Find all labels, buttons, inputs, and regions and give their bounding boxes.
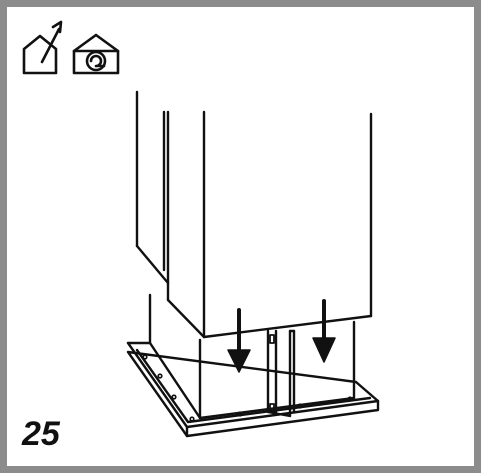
house-recirculation-icon bbox=[72, 33, 120, 75]
upper-chimney bbox=[135, 90, 373, 339]
support-bracket bbox=[266, 329, 296, 418]
step-number: 25 bbox=[22, 415, 60, 453]
down-arrow-left-icon bbox=[227, 308, 251, 373]
down-arrow-right-icon bbox=[312, 299, 336, 363]
house-exhaust-arrow-icon bbox=[22, 20, 63, 75]
base-plate bbox=[126, 341, 380, 438]
